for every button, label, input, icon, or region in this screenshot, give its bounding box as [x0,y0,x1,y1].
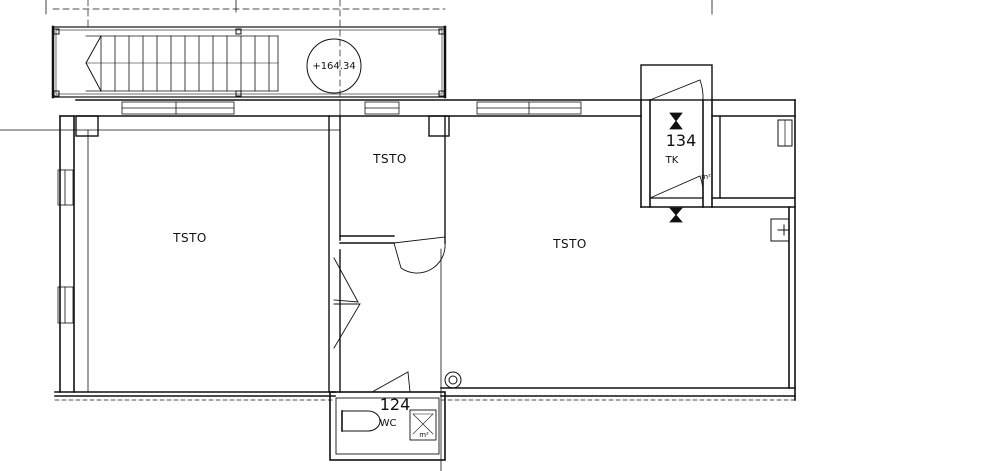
wc-area-mark: m² [419,431,429,439]
toilet-icon [341,410,381,432]
room-middle-name: TSTO [372,152,407,166]
closet-134 [640,64,713,223]
bottom-wall [54,387,796,401]
stair-block [51,25,447,99]
closet-name: TK [665,155,679,166]
elevation-marker-circle [306,38,362,94]
closet-area-mark: m² [701,173,711,181]
floor-drain-icon [444,371,462,389]
stair-treads [85,35,279,92]
room-left-name: TSTO [172,231,207,245]
left-windows [57,169,74,324]
right-small-room [711,115,796,208]
stair-direction-arrow [85,35,102,92]
guide-lines [52,0,446,101]
top-wall [75,99,796,117]
wc-name: WC [380,418,397,429]
interior-walls [328,115,446,393]
door-swings [333,236,446,393]
wc-block [329,391,446,461]
outlet-icon [770,218,790,242]
stair-corner-posts [53,28,445,97]
top-windows [121,101,582,115]
left-wall [57,115,75,393]
sink-icon [412,413,434,435]
closet-number: 134 [666,131,697,150]
wc-number: 124 [380,395,411,414]
pillars [75,115,450,137]
room-right-name: TSTO [552,237,587,251]
axis-lines [0,0,713,471]
elevation-marker: +164.34 [312,61,355,72]
